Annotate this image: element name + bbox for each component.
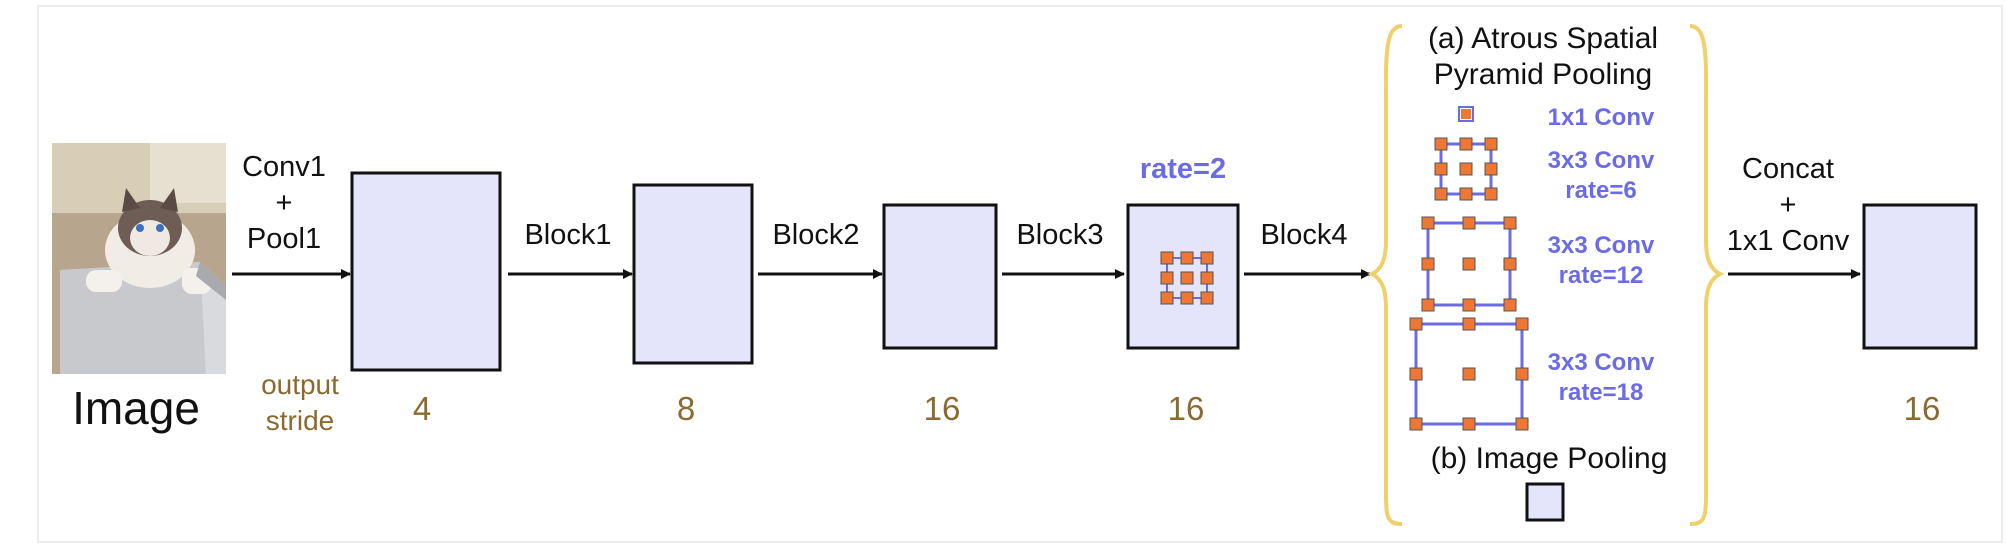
branch-rate6-line1: 3x3 Conv — [1548, 147, 1655, 174]
branch-1x1-label: 1x1 Conv — [1548, 104, 1655, 131]
branch-rate18-line1: 3x3 Conv — [1548, 349, 1655, 376]
op-pool1-label: Pool1 — [247, 223, 321, 255]
op-block3-label: Block3 — [1016, 219, 1103, 251]
op-block1-label: Block1 — [524, 219, 611, 251]
atrous-rate-annotation: rate=2 — [1140, 153, 1226, 185]
aspp-right-brace — [1689, 24, 1725, 526]
stride-value-8: 8 — [677, 390, 695, 427]
op-conv1-plus: + — [276, 187, 293, 219]
op-conv1-label: Conv1 — [242, 151, 326, 183]
branch-rate12-line1: 3x3 Conv — [1548, 232, 1655, 259]
kernel-3x3-rate-18 — [1409, 317, 1529, 431]
stride-value-16-b: 16 — [1168, 390, 1205, 427]
stride-label-line2: stride — [266, 405, 334, 436]
image-pooling-title: (b) Image Pooling — [1431, 442, 1668, 475]
branch-rate12-line2: rate=12 — [1559, 262, 1644, 289]
op-final-conv-label: 1x1 Conv — [1727, 225, 1850, 257]
feature-map-stride-16-a — [882, 203, 998, 350]
image-pooling-map — [1525, 482, 1565, 522]
input-image — [52, 143, 226, 374]
feature-map-stride-4 — [350, 171, 502, 372]
stride-value-output: 16 — [1904, 390, 1941, 427]
stride-value-4: 4 — [413, 390, 431, 427]
op-concat-label: Concat — [1742, 153, 1834, 185]
kernel-1x1 — [1458, 106, 1474, 122]
aspp-title-line1: (a) Atrous Spatial — [1428, 22, 1658, 55]
stride-value-16-a: 16 — [924, 390, 961, 427]
op-block4-label: Block4 — [1260, 219, 1347, 251]
aspp-left-brace — [1367, 24, 1403, 526]
feature-map-stride-8 — [632, 183, 754, 365]
stride-label-line1: output — [261, 369, 339, 400]
aspp-title-line2: Pyramid Pooling — [1434, 58, 1652, 91]
op-concat-plus: + — [1780, 189, 1797, 221]
kernel-3x3-rate-12 — [1421, 216, 1517, 312]
op-block2-label: Block2 — [772, 219, 859, 251]
output-feature-map — [1862, 203, 1978, 350]
atrous-kernel-rate-2 — [1160, 251, 1214, 305]
figure-frame — [37, 5, 2003, 543]
kernel-3x3-rate-6 — [1434, 137, 1498, 201]
input-caption: Image — [72, 382, 200, 434]
branch-rate18-line2: rate=18 — [1559, 379, 1644, 406]
branch-rate6-line2: rate=6 — [1565, 177, 1636, 204]
